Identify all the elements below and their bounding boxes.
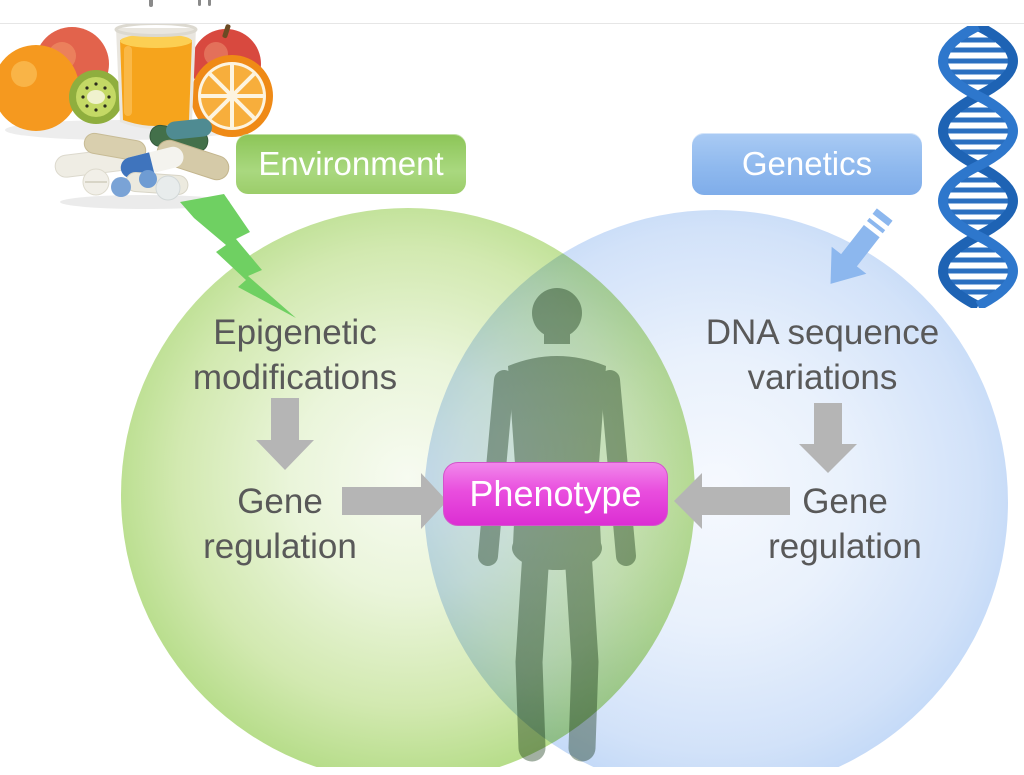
phenotype-badge: Phenotype xyxy=(443,462,668,526)
text-fragment xyxy=(208,0,211,6)
dna-helix-icon xyxy=(938,26,1018,308)
environment-badge: Environment xyxy=(236,134,466,194)
gene-regulation-left-text: Gene regulation xyxy=(203,482,357,566)
lightning-bolt-icon xyxy=(180,194,296,318)
arrow-left-to-phenotype-icon xyxy=(674,473,790,529)
page-bottom-margin xyxy=(0,767,1024,775)
cropped-page-top-strip xyxy=(0,0,1024,24)
epigenetic-modifications-text: Epigenetic modifications xyxy=(192,313,398,397)
arrow-down-right-branch-icon xyxy=(799,403,857,473)
arrow-down-left-branch-icon xyxy=(256,398,314,470)
text-fragment xyxy=(149,0,153,7)
environment-label: Environment xyxy=(258,145,444,182)
dna-sequence-variations-text: DNA sequence variations xyxy=(705,313,940,397)
dna-arrow-icon xyxy=(830,208,893,284)
phenotype-label: Phenotype xyxy=(469,473,642,514)
genetics-label: Genetics xyxy=(741,145,873,182)
arrow-right-to-phenotype-icon xyxy=(342,473,447,529)
text-fragment xyxy=(198,0,201,6)
genetics-badge: Genetics xyxy=(692,133,922,195)
gene-regulation-right-text: Gene regulation xyxy=(768,482,922,566)
fruits-and-pills-image xyxy=(0,24,273,209)
